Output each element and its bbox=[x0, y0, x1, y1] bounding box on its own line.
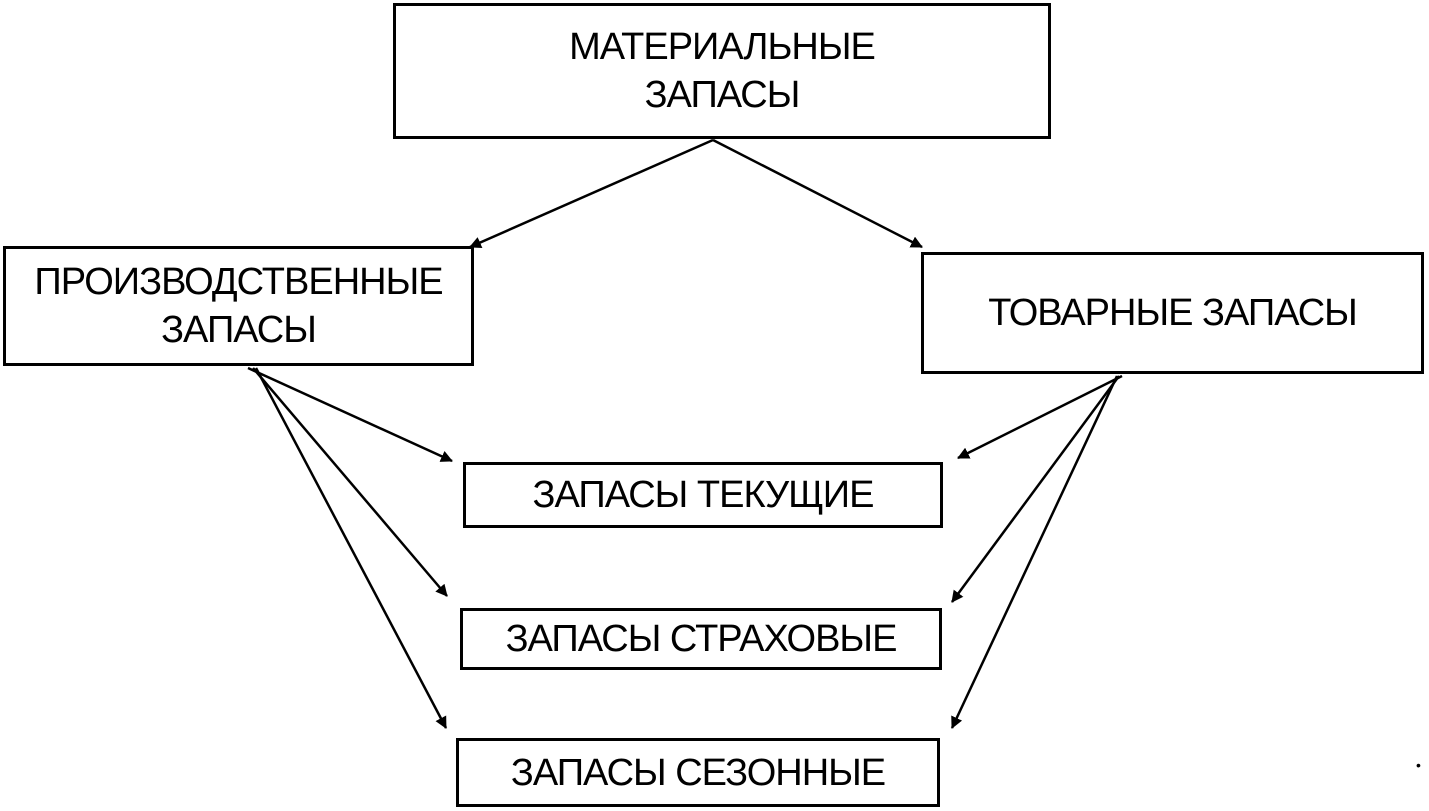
seasonal-stocks-label: ЗАПАСЫ СЕЗОННЫЕ bbox=[510, 751, 886, 794]
root-node-material-stocks: МАТЕРИАЛЬНЫЕ ЗАПАСЫ bbox=[393, 3, 1051, 139]
arrow-production-to-current bbox=[247, 366, 453, 463]
arrow-root-to-production bbox=[469, 138, 714, 249]
arrow-goods-to-current bbox=[957, 374, 1123, 460]
goods-stocks-label: ТОВАРНЫЕ ЗАПАСЫ bbox=[988, 292, 1358, 334]
production-stocks-node: ПРОИЗВОДСТВЕННЫЕ ЗАПАСЫ bbox=[3, 246, 474, 366]
safety-stocks-node: ЗАПАСЫ СТРАХОВЫЕ bbox=[460, 608, 942, 670]
arrow-production-to-seasonal bbox=[254, 367, 448, 729]
current-stocks-node: ЗАПАСЫ ТЕКУЩИЕ bbox=[463, 462, 943, 528]
arrow-goods-to-safety bbox=[950, 375, 1121, 603]
scan-speck: • bbox=[1416, 757, 1421, 773]
production-stocks-label: ПРОИЗВОДСТВЕННЫЕ ЗАПАСЫ bbox=[34, 261, 443, 351]
root-node-label: МАТЕРИАЛЬНЫЕ ЗАПАСЫ bbox=[569, 26, 876, 116]
arrow-goods-to-seasonal bbox=[950, 375, 1119, 729]
goods-stocks-node: ТОВАРНЫЕ ЗАПАСЫ bbox=[921, 252, 1424, 374]
seasonal-stocks-node: ЗАПАСЫ СЕЗОННЫЕ bbox=[456, 738, 940, 807]
arrow-root-to-goods bbox=[712, 138, 923, 249]
arrow-production-to-safety bbox=[252, 367, 448, 597]
current-stocks-label: ЗАПАСЫ ТЕКУЩИЕ bbox=[532, 474, 875, 516]
safety-stocks-label: ЗАПАСЫ СТРАХОВЫЕ bbox=[505, 618, 898, 660]
